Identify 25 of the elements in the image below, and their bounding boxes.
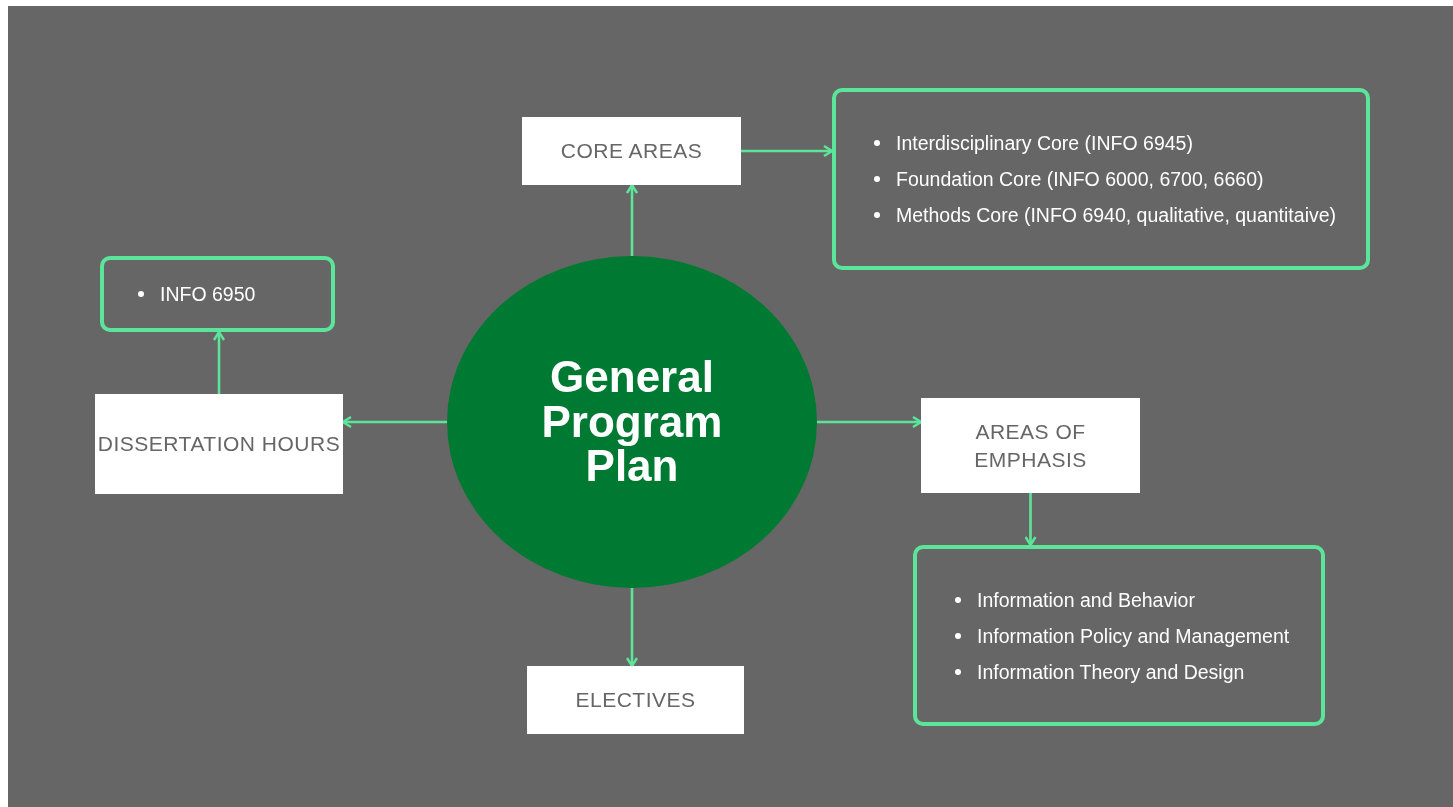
box-label: AREAS OF EMPHASIS xyxy=(973,419,1088,473)
bullet-item: Interdisciplinary Core (INFO 6945) xyxy=(870,125,1346,161)
bullet-item: INFO 6950 xyxy=(134,276,317,312)
list-box xyxy=(913,545,1325,726)
arrow xyxy=(625,183,639,256)
label-box xyxy=(527,666,744,734)
box-label: ELECTIVES xyxy=(575,687,696,714)
arrow xyxy=(212,330,226,394)
list-box xyxy=(832,88,1370,270)
topic-title: General Program Plan xyxy=(540,354,724,490)
label-box xyxy=(522,117,741,185)
bullet-item: Foundation Core (INFO 6000, 6700, 6660) xyxy=(870,161,1346,197)
arrow xyxy=(817,415,923,429)
bullet-item: Information Policy and Management xyxy=(951,617,1301,654)
arrow xyxy=(741,144,834,158)
bullet-item: Information and Behavior xyxy=(951,581,1301,618)
bullet-item: Information Theory and Design xyxy=(951,653,1301,690)
arrow xyxy=(1024,493,1037,547)
box-label: CORE AREAS xyxy=(560,138,703,165)
bullet-item: Methods Core (INFO 6940, qualitative, quantitaive) xyxy=(870,197,1346,233)
label-box xyxy=(95,394,343,494)
list-box xyxy=(100,256,335,332)
label-box xyxy=(921,398,1140,493)
arrow xyxy=(625,588,639,668)
box-label: DISSERTATION HOURS xyxy=(97,431,341,458)
